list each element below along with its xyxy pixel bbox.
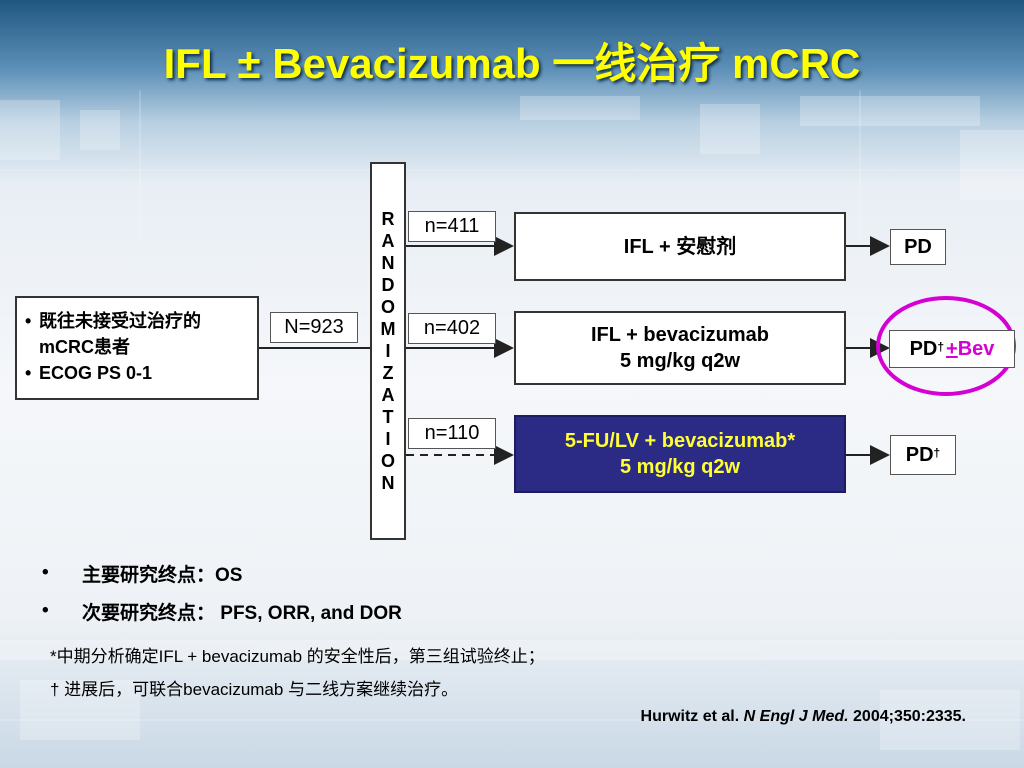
randomization-letter: D — [381, 275, 395, 295]
page-title: IFL ± Bevacizumab 一线治疗 mCRC — [163, 40, 861, 87]
arm-1-line1: IFL + 安慰剂 — [623, 235, 737, 258]
arm-1-pd-box: PD — [890, 229, 946, 265]
arm-3-line2: 5 mg/kg q2w — [619, 456, 741, 478]
randomization-letter: T — [382, 407, 394, 427]
arm-3-box: 5-FU/LV + bevacizumab* 5 mg/kg q2w — [514, 415, 846, 493]
arm-1-pd-text: PD — [904, 235, 932, 258]
arm-2-pd-bev: Bev — [957, 337, 995, 360]
citation-authors: Hurwitz et al. — [640, 708, 740, 725]
bullet-dot-icon: • — [42, 600, 49, 621]
endpoints-list: • 主要研究终点：OS • 次要研究终点： PFS, ORR, and DOR — [42, 554, 402, 630]
arm-3-line1: 5-FU/LV + bevacizumab* — [564, 430, 796, 452]
arm-2-n-label: n=402 — [408, 313, 496, 344]
randomization-letter: N — [381, 253, 395, 273]
randomization-letter: Z — [382, 363, 394, 383]
arm-3-pd-dagger: † — [933, 446, 941, 460]
arm-2-pd-dagger: † — [937, 340, 945, 354]
patient-criterion: ECOG PS 0-1 — [25, 360, 249, 386]
endpoint-item: • 次要研究终点： PFS, ORR, and DOR — [42, 592, 402, 630]
citation-journal: N Engl J Med. — [743, 708, 849, 725]
patient-criterion: 既往未接受过治疗的mCRC患者 — [25, 308, 249, 360]
arm-3-pd-text: PD — [905, 443, 934, 466]
endpoint-text: 主要研究终点：OS — [82, 564, 243, 586]
endpoint-item: • 主要研究终点：OS — [42, 554, 402, 592]
arm-2-pd-box: PD† +Bev — [889, 330, 1015, 368]
endpoint-text: 次要研究终点： PFS, ORR, and DOR — [82, 602, 402, 624]
arm-2-pd-text: PD — [909, 337, 938, 360]
randomization-letter: O — [380, 451, 395, 471]
footnote-2: † 进展后，可联合bevacizumab 与二线方案继续治疗。 — [50, 680, 459, 699]
arm-1-n-label: n=411 — [408, 211, 496, 242]
total-n-label: N=923 — [270, 312, 358, 343]
arm-2-pd-plus: + — [946, 337, 958, 360]
randomization-letter: O — [380, 297, 395, 317]
citation-ref: 2004;350:2335. — [853, 708, 966, 725]
randomization-letter: R — [381, 209, 395, 229]
randomization-letter: I — [385, 341, 391, 361]
arm-3-n-label: n=110 — [408, 418, 496, 449]
footnote-1: *中期分析确定IFL + bevacizumab 的安全性后，第三组试验终止； — [50, 647, 545, 666]
randomization-letter: N — [381, 473, 395, 493]
arm-1-box: IFL + 安慰剂 — [514, 212, 846, 281]
citation: Hurwitz et al. N Engl J Med. 2004;350:23… — [641, 708, 966, 726]
arm-2-box: IFL + bevacizumab 5 mg/kg q2w — [514, 311, 846, 385]
randomization-letter: M — [380, 319, 396, 339]
bullet-dot-icon: • — [42, 562, 49, 583]
arm-3-pd-box: PD† — [890, 435, 956, 475]
randomization-letter: A — [381, 231, 395, 251]
randomization-letter: I — [385, 429, 391, 449]
arm-2-pd-bev-addon: +Bev — [946, 338, 994, 361]
randomization-letter: A — [381, 385, 395, 405]
patient-population-box: 既往未接受过治疗的mCRC患者 ECOG PS 0-1 — [15, 296, 259, 400]
arm-2-line2: 5 mg/kg q2w — [619, 350, 741, 372]
arm-2-line1: IFL + bevacizumab — [590, 324, 770, 346]
